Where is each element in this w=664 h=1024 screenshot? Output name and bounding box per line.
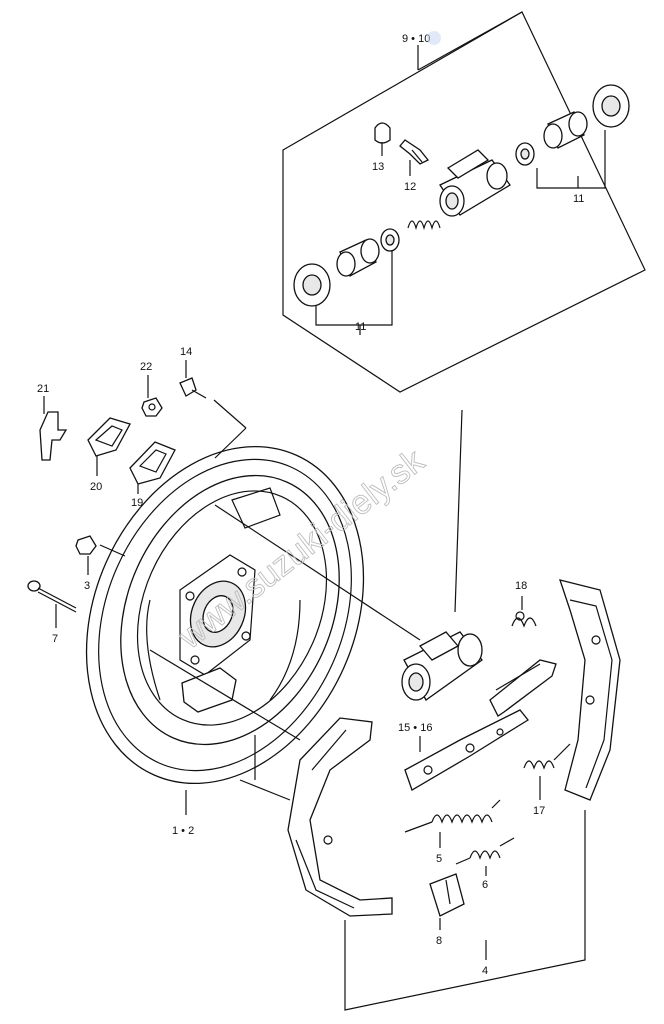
callout-8: 8 bbox=[436, 935, 442, 947]
plug-20 bbox=[87, 417, 131, 457]
piston-left bbox=[336, 238, 380, 277]
callout-7: 7 bbox=[52, 633, 58, 645]
callout-4: 4 bbox=[482, 965, 488, 977]
callout-21: 21 bbox=[37, 383, 49, 395]
spring-6 bbox=[455, 837, 515, 865]
callout-18: 18 bbox=[515, 580, 527, 592]
bolt-14 bbox=[179, 377, 207, 399]
cup-seal-right bbox=[515, 142, 535, 166]
callout-13: 13 bbox=[372, 161, 384, 173]
brake-shoe-front bbox=[287, 717, 393, 917]
nut-3 bbox=[75, 535, 97, 555]
dust-boot-left bbox=[293, 263, 331, 307]
callout-5: 5 bbox=[436, 853, 442, 865]
pin-7 bbox=[27, 580, 77, 613]
callout-11a: 11 bbox=[573, 193, 584, 205]
callout-6: 6 bbox=[482, 879, 488, 891]
dust-boot-right bbox=[592, 84, 630, 128]
bleeder-cap bbox=[374, 122, 391, 144]
cylinder-spring bbox=[407, 220, 441, 231]
bleeder-screw bbox=[399, 139, 430, 165]
highlight-10-marker bbox=[427, 31, 441, 45]
callout-14: 14 bbox=[180, 346, 192, 358]
callout-3: 3 bbox=[84, 580, 90, 592]
brake-shoe-rear bbox=[559, 579, 621, 801]
callout-11b: 11 bbox=[355, 321, 366, 333]
retainer-8 bbox=[429, 873, 465, 917]
strut-bar bbox=[404, 709, 529, 791]
callout-20: 20 bbox=[90, 481, 102, 493]
wheel-cylinder-body bbox=[439, 149, 511, 217]
callout-19: 19 bbox=[131, 497, 143, 509]
callout-15-16: 15 • 16 bbox=[398, 722, 432, 734]
callout-12: 12 bbox=[404, 181, 416, 193]
nut-22 bbox=[141, 397, 163, 417]
clip-21 bbox=[39, 411, 68, 461]
wheel-cylinder-kit-box bbox=[282, 11, 646, 393]
parking-lever bbox=[489, 659, 557, 717]
callout-9-10: 9 • 10 bbox=[402, 33, 430, 45]
spring-17 bbox=[523, 743, 571, 770]
backing-plate bbox=[120, 474, 340, 746]
wheel-cylinder-installed bbox=[401, 631, 483, 701]
spring-5 bbox=[404, 799, 501, 833]
piston-right bbox=[543, 111, 588, 149]
plug-19 bbox=[129, 441, 176, 485]
spring-18 bbox=[511, 611, 537, 628]
callout-17: 17 bbox=[533, 805, 545, 817]
cup-seal-left bbox=[380, 228, 400, 252]
callout-22: 22 bbox=[140, 361, 152, 373]
callout-1-2: 1 • 2 bbox=[172, 825, 194, 837]
